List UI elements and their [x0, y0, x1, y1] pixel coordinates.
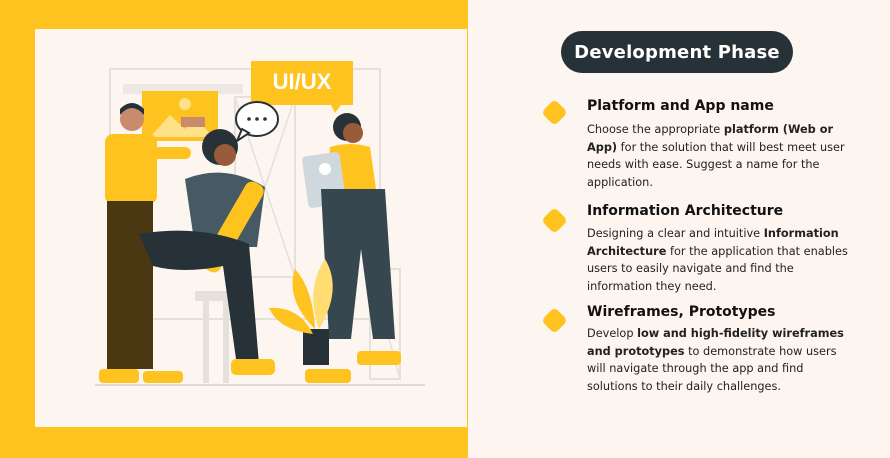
page-title: Development Phase [561, 31, 793, 73]
seated-woman-figure [139, 129, 275, 375]
diamond-bullet-icon [543, 209, 566, 232]
team-illustration: UI/UX [35, 29, 467, 427]
step-heading: Wireframes, Prototypes [587, 304, 776, 320]
step-heading: Platform and App name [587, 98, 774, 114]
designers-illustration: UI/UX [95, 61, 425, 386]
diamond-bullet-icon [543, 101, 566, 124]
uiux-sign [251, 61, 353, 113]
step-description: Choose the appropriate platform (Web or … [587, 123, 845, 189]
step-description: Develop low and high-fidelity wireframes… [587, 327, 844, 393]
step-heading: Information Architecture [587, 203, 784, 219]
man-figure [99, 103, 205, 383]
standing-woman-figure [302, 113, 401, 383]
uiux-sign-text: UI/UX [273, 69, 332, 94]
plant-decoration [269, 259, 333, 365]
step-description: Designing a clear and intuitive Informat… [587, 227, 848, 293]
diamond-bullet-icon [543, 309, 566, 332]
